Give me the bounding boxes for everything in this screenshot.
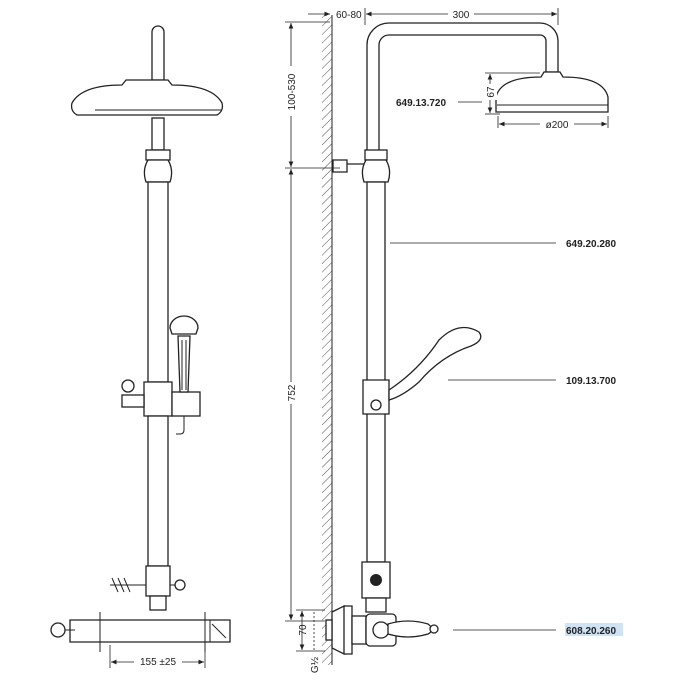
thread-size-label: G½ [310,656,321,673]
head-arm-pipe [151,25,165,81]
bottom-valve-front [145,565,171,597]
mixer-lever-side [387,620,433,638]
slider-bracket [143,381,173,417]
inlet-spacing-dimension: 70 [298,624,309,636]
part-code-shower-head: 649.13.720 [396,98,446,109]
hose [176,416,185,435]
wall-hatch [322,15,332,665]
head-height-dimension: 67 [486,86,497,98]
head-height-range-dimension: 100-530 [287,73,298,110]
selection-highlight [565,623,623,636]
mixer-body-front [69,619,231,643]
riser-length-dimension: 752 [287,384,298,401]
lever-knob-front [50,622,66,638]
hand-shower-head-front [169,315,199,335]
riser-pipe-front [147,181,169,383]
side-view: 60-80 300 100-530 752 70 G½ 67 ø200 64 [284,6,623,673]
arm-length-dimension: 300 [453,10,470,21]
shower-head-front [70,79,224,116]
riser-pipe-side [366,181,386,563]
front-view: 155 ±25 [50,25,231,668]
part-code-hand-shower: 109.13.700 [566,376,616,387]
hand-shower-grip-front [177,335,191,393]
part-code-mixer: 608.20.260 [566,626,616,637]
shower-arm-side [366,22,559,161]
head-diameter-dimension: ø200 [546,120,569,131]
hand-shower-side [388,326,482,401]
inlet-centers-dimension: 155 ±25 [140,657,177,668]
pipe-coupling [143,159,173,183]
wall-offset-dimension: 60-80 [336,10,362,21]
slider-side [362,379,390,415]
shower-head-side [495,71,609,113]
wall-escutcheon [331,604,353,656]
part-code-riser-pipe: 649.20.280 [566,239,616,250]
